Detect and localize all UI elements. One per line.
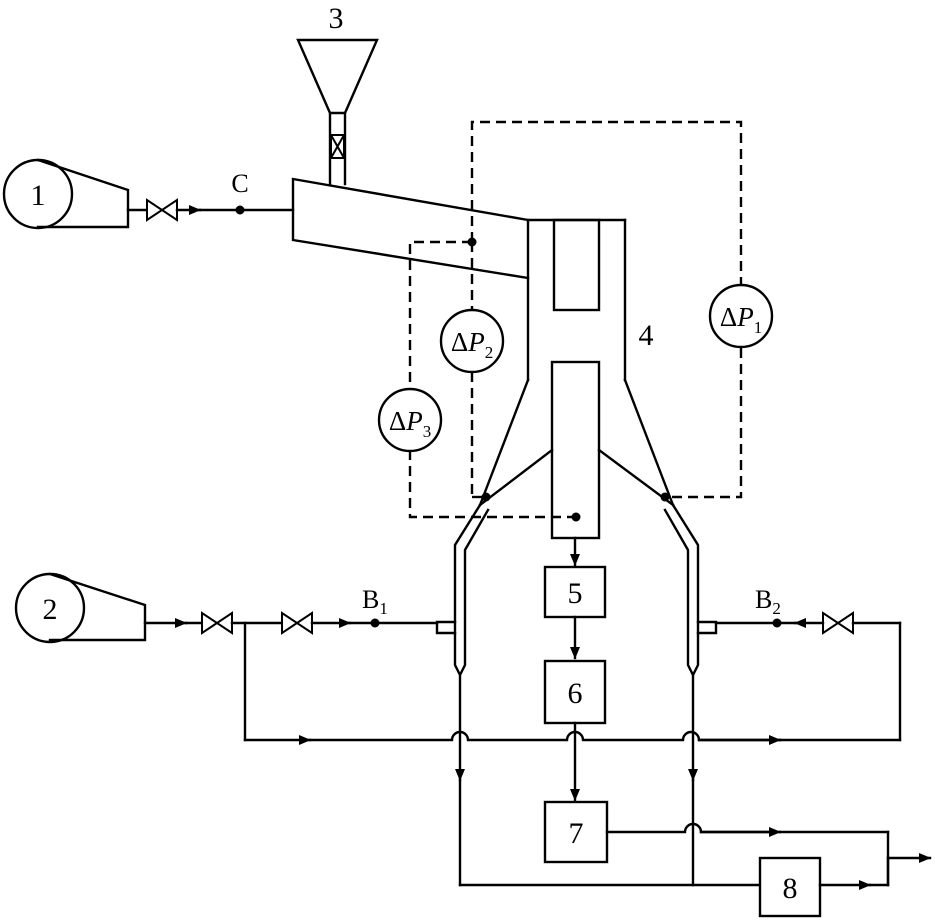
unit-8-label: 8 [783, 872, 798, 905]
dp3-gauge: ΔP3 [377, 387, 443, 453]
fan-1-label: 1 [31, 179, 46, 212]
dp1-line-bottom [665, 348, 743, 499]
unit-6: 6 [543, 659, 607, 725]
unit-7: 7 [543, 800, 609, 864]
fan-2: 2 [14, 572, 147, 644]
dp1-line-top [470, 120, 743, 285]
dp2-var: P [467, 327, 485, 357]
dp1-delta: Δ [720, 302, 737, 332]
unit-5: 5 [543, 565, 607, 619]
point-b2-label: B2 [755, 585, 781, 618]
hopper-3: 3 [296, 2, 379, 186]
unit-5-label: 5 [568, 577, 583, 610]
reactor-label: 4 [639, 319, 654, 352]
svg-text:ΔP1: ΔP1 [720, 302, 762, 337]
dp2-gauge: ΔP2 [439, 308, 505, 374]
valve-icon [146, 198, 178, 222]
dp3-delta: Δ [389, 406, 406, 436]
dp2-delta: Δ [451, 327, 468, 357]
dp1-gauge: ΔP1 [708, 283, 774, 349]
hopper-label: 3 [329, 2, 344, 35]
dp3-sub: 3 [423, 422, 432, 441]
unit-6-label: 6 [568, 677, 583, 710]
svg-text:ΔP3: ΔP3 [389, 406, 431, 441]
fan-1: 1 [2, 158, 130, 230]
fan-2-label: 2 [43, 593, 58, 626]
point-c-label: C [231, 169, 248, 198]
fluidizing-air-line: B1 [143, 585, 439, 635]
dp3-line-bottom [408, 450, 576, 519]
dp1-var: P [736, 302, 754, 332]
dp3-line-top [408, 240, 472, 390]
valve-icon [281, 611, 313, 635]
unit-8: 8 [758, 856, 822, 918]
valve-icon [822, 611, 854, 635]
point-b1-label: B1 [362, 585, 388, 618]
svg-text:ΔP2: ΔP2 [451, 327, 493, 362]
valve-icon [201, 611, 233, 635]
unit-7-label: 7 [569, 817, 584, 850]
measure-point-b1 [370, 618, 380, 628]
feed-air-line: C [126, 169, 295, 222]
dp2-sub: 2 [485, 343, 494, 362]
measure-point-b2 [772, 618, 782, 628]
dp3-var: P [405, 406, 423, 436]
rotary-valve-icon [330, 134, 345, 159]
measure-point-c [235, 205, 245, 215]
dp1-sub: 1 [754, 318, 763, 337]
